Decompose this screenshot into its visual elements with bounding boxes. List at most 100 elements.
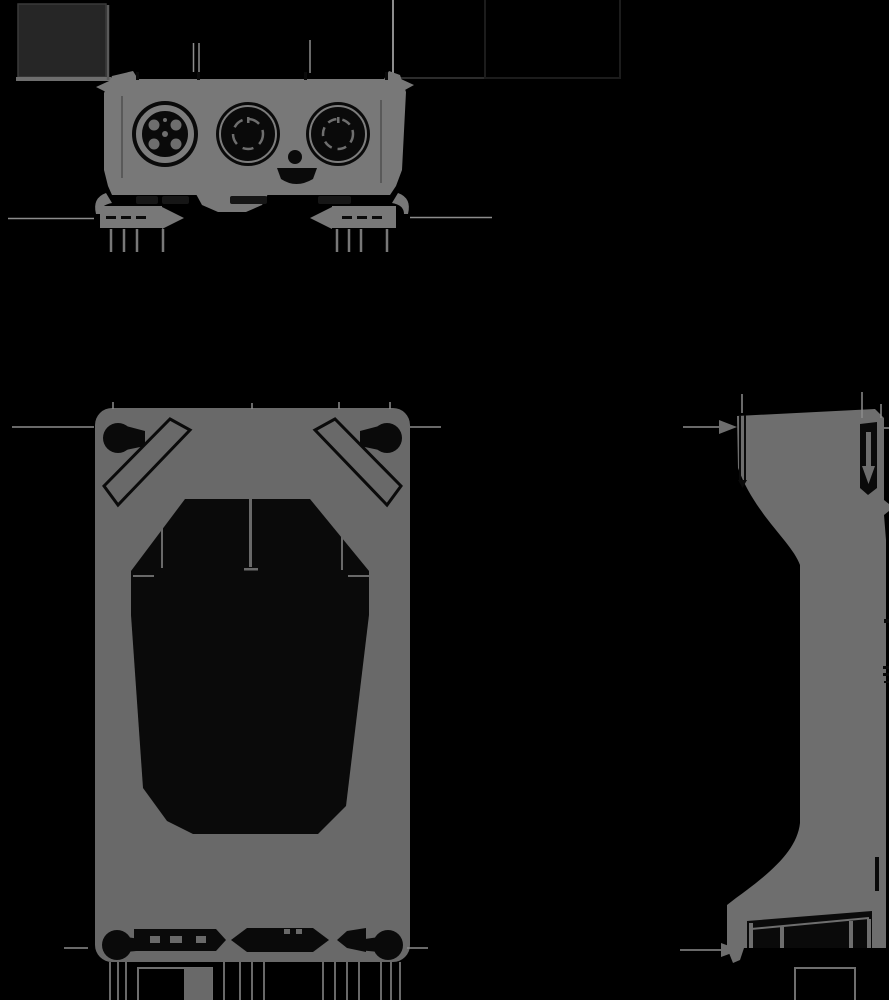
edge-tick <box>883 673 889 676</box>
connector-3-collar <box>309 105 367 163</box>
pin-center <box>162 131 168 137</box>
hole <box>373 930 403 960</box>
hole <box>103 423 133 453</box>
funnel-mark <box>277 168 317 184</box>
front-prongs <box>109 229 389 252</box>
front-black-details <box>106 72 388 219</box>
pin <box>170 119 182 131</box>
side-slot-line <box>744 415 746 480</box>
slot-arrow-head <box>862 466 875 484</box>
side-gray-details <box>749 432 875 948</box>
corner-holes <box>102 423 403 960</box>
connector-2-thread <box>231 117 265 151</box>
foot-dash <box>121 216 131 219</box>
side-profile <box>727 409 889 963</box>
front-corner-arrow-left <box>96 76 120 97</box>
front-corner-arrow-right <box>390 74 414 96</box>
cutout-stub <box>341 520 343 570</box>
side-slot-point <box>738 480 747 488</box>
connector-3-outer <box>306 102 370 166</box>
open-box-outline <box>794 967 856 1000</box>
recess-bar <box>849 921 853 948</box>
foot-left-arrow <box>162 207 184 229</box>
foot-dash <box>372 216 382 219</box>
construction-boxes <box>392 0 621 79</box>
recess-rail-line <box>750 917 870 930</box>
diagonal-slots <box>102 417 403 508</box>
front-seams <box>121 96 382 183</box>
front-view <box>95 71 414 252</box>
bottom-block <box>137 967 213 1000</box>
connector-2-keyway <box>247 117 250 123</box>
hex-tick <box>284 929 290 934</box>
pin <box>148 119 160 131</box>
empty-panel <box>16 3 111 81</box>
top-bar-slit <box>136 72 139 80</box>
foot-horn-left <box>95 193 112 214</box>
diagonal-slot-left <box>102 417 193 508</box>
construction-box-2 <box>484 0 621 79</box>
recess-bar <box>749 923 753 948</box>
foot-dash <box>357 216 367 219</box>
corner-hole-top-right <box>360 423 402 453</box>
foot-horn-right <box>392 193 409 214</box>
label-blob <box>162 196 189 204</box>
edge-tick <box>883 666 889 669</box>
hex-tick <box>296 929 302 934</box>
hole <box>102 930 132 960</box>
connector-2 <box>216 102 280 166</box>
bottom-block-solid <box>184 968 212 1000</box>
side-dimension-lines <box>680 392 889 951</box>
top-bar-slit <box>197 72 200 80</box>
connector-1 <box>132 101 198 167</box>
central-cutout <box>131 499 369 834</box>
connector-1-collar <box>136 105 194 163</box>
hole <box>372 423 402 453</box>
edge-tick <box>884 619 889 623</box>
band-dash <box>170 936 182 943</box>
leader-arrow-bottom <box>721 943 740 957</box>
connector-2-outer <box>216 102 280 166</box>
label-blob <box>318 196 351 204</box>
cutout-centerline <box>249 499 252 567</box>
front-label-blobs <box>136 196 351 204</box>
hole-tab <box>360 426 379 450</box>
cutout-inner-marks <box>133 499 369 577</box>
pin <box>148 138 160 150</box>
edge-tick <box>884 681 889 683</box>
top-bar-slit <box>304 72 307 80</box>
connector-2-collar <box>219 105 277 163</box>
connector-3 <box>306 102 370 166</box>
connector-3-keyway <box>337 117 340 123</box>
leader-arrow-top <box>719 420 737 434</box>
diagonal-slot-right <box>312 417 403 508</box>
top-bar-slit <box>385 72 388 80</box>
bottom-arrow-cutout <box>337 928 366 952</box>
top-view-prongs <box>109 962 401 1000</box>
band-dash <box>196 936 206 943</box>
corner-hole-top-left <box>103 423 145 453</box>
cutout-center-dash <box>244 568 258 571</box>
pin <box>170 138 182 150</box>
recess-bar <box>867 919 871 948</box>
recess-bar <box>780 927 784 948</box>
label-blob <box>136 196 158 204</box>
foot-dash <box>136 216 146 219</box>
hole-tab <box>126 426 145 450</box>
side-leader-arrows <box>719 420 740 957</box>
band-dash <box>150 936 160 943</box>
bottom-cutout-marks <box>150 929 302 943</box>
top-view <box>95 408 410 962</box>
led-dot <box>288 150 302 164</box>
bottom-hex-cutout <box>231 928 329 952</box>
connector-3-thread <box>321 117 355 151</box>
connector-1-pins <box>148 118 182 150</box>
panel-body <box>17 3 107 78</box>
cutout-tick <box>133 575 154 577</box>
slot-arrow-stem <box>866 432 871 466</box>
cutout-stub <box>161 520 163 568</box>
front-dimension-lines <box>8 40 492 220</box>
foot-right-arrow <box>310 207 332 229</box>
